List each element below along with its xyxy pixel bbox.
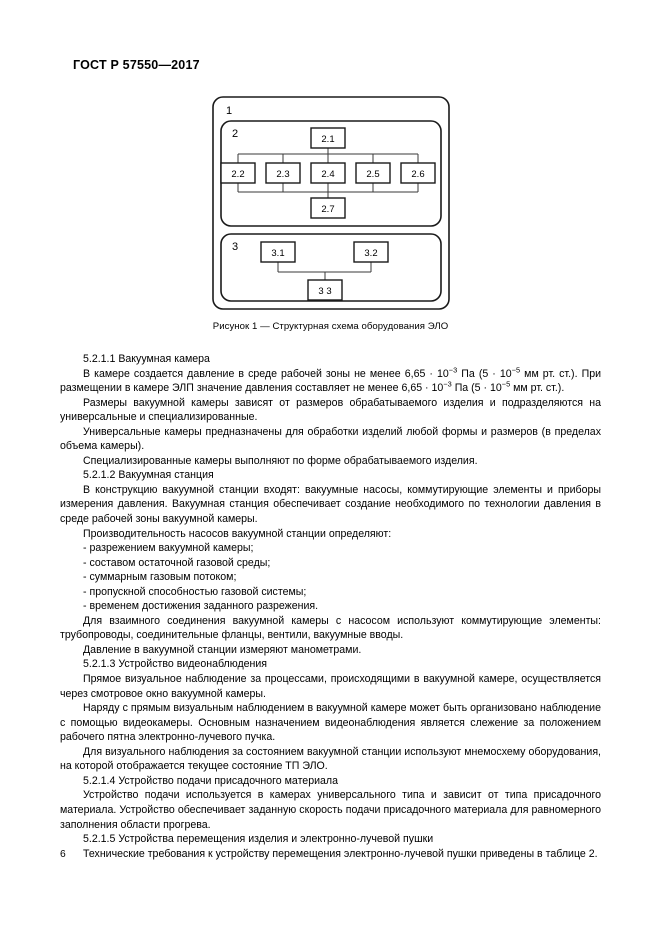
- bullet-item-2: - составом остаточной газовой среды;: [83, 556, 271, 569]
- paragraph-manometers: Давление в вакуумной станции измеряют ма…: [83, 643, 362, 656]
- figure-box-2-3: [264, 162, 301, 184]
- superscript-minus5-first: −5: [511, 365, 521, 375]
- paragraph-pressure: В камере создается давление в среде рабо…: [60, 365, 601, 396]
- outer-container-1-label: 1: [226, 105, 232, 117]
- figure-box-2-4-label: 2.4: [321, 169, 334, 180]
- figure-box-2-6: [399, 162, 436, 184]
- paragraph-mnemonic-scheme: Для визуального наблюдения за состоянием…: [60, 745, 601, 773]
- bullet-item-3: - суммарным газовым потоком;: [83, 571, 237, 584]
- figure-box-2-3-label: 2.3: [276, 169, 289, 180]
- figure-box-2-5: [354, 162, 391, 184]
- paragraph-pressure-e: мм рт. ст.).: [510, 382, 565, 395]
- clause-heading-5-2-1-1: 5.2.1.1 Вакуумная камера: [83, 353, 210, 365]
- figure-box-2-5-label: 2.5: [366, 169, 379, 180]
- figure-box-3-2: [352, 241, 389, 263]
- figure-1: 1 2: [0, 92, 661, 332]
- paragraph-vacuum-station: В конструкцию вакуумной станции входят: …: [60, 483, 601, 526]
- group-container-3: [219, 233, 442, 302]
- superscript-minus3-second: −3: [443, 379, 452, 389]
- paragraph-universal-chambers: Универсальные камеры предназначены для о…: [60, 425, 601, 453]
- clause-heading-5-2-1-5: 5.2.1.5 Устройства перемещения изделия и…: [83, 833, 434, 846]
- body-text: 5.2.1.1 Вакуумная камера В камере создае…: [60, 352, 601, 861]
- figure-box-3-3: [306, 279, 343, 301]
- bullet-item-5: - временем достижения заданного разрежен…: [83, 600, 319, 613]
- figure-box-2-7-label: 2.7: [321, 204, 334, 215]
- paragraph-pressure-a: В камере создается давление в среде рабо…: [83, 367, 449, 380]
- clause-heading-5-2-1-4: 5.2.1.4 Устройство подачи присадочного м…: [83, 774, 338, 787]
- clause-heading-5-2-1-3: 5.2.1.3 Устройство видеонаблюдения: [83, 658, 268, 671]
- figure-box-2-2: [219, 162, 256, 184]
- superscript-minus5-second: −5: [501, 379, 511, 389]
- figure-box-2-4: [309, 162, 346, 184]
- paragraph-pressure-d: Па (5 · 10: [451, 382, 502, 395]
- figure-diagram: 1 2: [0, 92, 661, 314]
- bullet-item-1: - разрежением вакуумной камеры;: [83, 542, 254, 555]
- figure-box-3-2-label: 3.2: [364, 248, 377, 259]
- clause-heading-5-2-1-2: 5.2.1.2 Вакуумная станция: [83, 469, 214, 482]
- figure-box-2-1: [309, 127, 346, 149]
- paragraph-technical-requirements: Технические требования к устройству пере…: [83, 847, 598, 860]
- paragraph-pressure-b: Па (5 · 10: [457, 367, 512, 380]
- bullet-item-4: - пропускной способностью газовой систем…: [83, 585, 307, 598]
- figure-caption: Рисунок 1 — Структурная схема оборудован…: [212, 321, 449, 332]
- paragraph-switching-elements: Для взаимного соединения вакуумной камер…: [60, 614, 601, 642]
- figure-box-2-6-label: 2.6: [411, 169, 424, 180]
- paragraph-pressure-c: мм рт. ст.). При размещении в камере ЭЛП…: [60, 367, 601, 395]
- paragraph-filler-feed-device: Устройство подачи используется в камерах…: [60, 789, 601, 831]
- paragraph-pump-performance: Производительность насосов вакуумной ста…: [83, 527, 392, 540]
- running-head: ГОСТ Р 57550—2017: [73, 58, 200, 72]
- outer-container-1: [211, 96, 450, 310]
- figure-box-2-1-label: 2.1: [321, 134, 334, 145]
- paragraph-video-camera: Наряду с прямым визуальным наблюдением в…: [60, 702, 601, 744]
- paragraph-direct-observation: Прямое визуальное наблюдение за процесса…: [60, 673, 601, 700]
- structural-scheme-svg: 1 2: [211, 96, 450, 310]
- paragraph-chamber-sizes: Размеры вакуумной камеры зависят от разм…: [60, 396, 601, 424]
- group-container-3-label: 3: [232, 241, 238, 253]
- superscript-minus3-first: −3: [448, 365, 458, 375]
- paragraph-specialized-chambers: Специализированные камеры выполняют по ф…: [83, 454, 478, 467]
- figure-box-2-2-label: 2.2: [231, 169, 244, 180]
- figure-box-2-7: [309, 197, 346, 219]
- figure-box-3-3-label: 3 3: [318, 286, 331, 297]
- figure-box-3-1: [259, 241, 296, 263]
- figure-box-3-1-label: 3.1: [271, 248, 284, 259]
- page-number: 6: [60, 849, 66, 860]
- group-container-2-label: 2: [232, 128, 238, 140]
